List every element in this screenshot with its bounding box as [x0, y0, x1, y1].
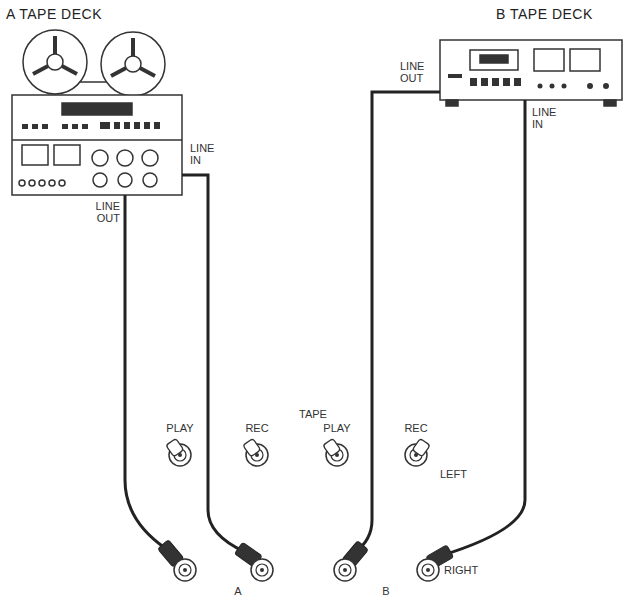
deck-title: A TAPE DECK	[6, 6, 102, 22]
jack-label: LINE OUT	[80, 200, 120, 224]
shorting-plugs	[166, 438, 430, 456]
jack-label: B	[376, 585, 396, 597]
reel-deck	[12, 30, 182, 195]
cassette-deck	[440, 40, 622, 106]
jack-label: LINE OUT	[400, 60, 436, 84]
jack-label: PLAY	[160, 422, 200, 434]
jack-label: LINE IN	[190, 142, 224, 166]
jacks	[169, 444, 439, 581]
jack-label: LEFT	[440, 468, 480, 480]
deck-heading-box: A TAPE DECK	[6, 6, 102, 22]
plugs	[158, 540, 454, 569]
jack-label: A	[228, 585, 248, 597]
jack-label: REC	[396, 422, 436, 434]
jack-label: TAPE	[283, 408, 343, 420]
jack-label: PLAY	[317, 422, 357, 434]
jack-label: RIGHT	[444, 564, 488, 576]
jack-label: LINE IN	[532, 106, 566, 130]
deck-title: B TAPE DECK	[496, 6, 593, 22]
cables	[125, 92, 525, 556]
jack-label: REC	[237, 422, 277, 434]
deck-heading-box: B TAPE DECK	[496, 6, 593, 22]
